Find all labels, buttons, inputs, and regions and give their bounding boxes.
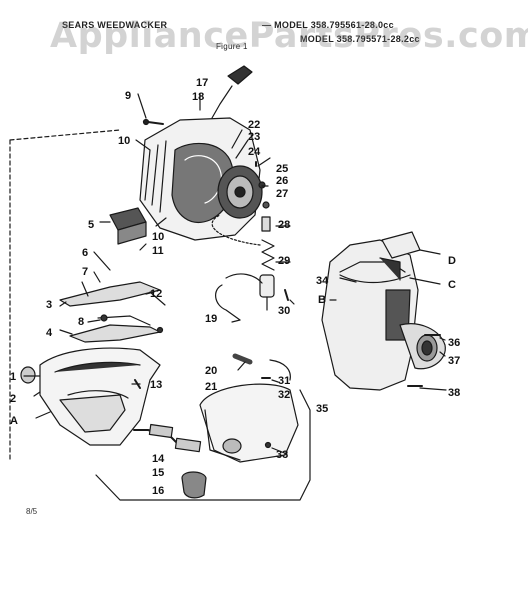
label-9: 9 bbox=[125, 90, 131, 102]
label-29: 29 bbox=[278, 255, 290, 267]
label-14: 14 bbox=[152, 453, 165, 465]
engine-group-outline bbox=[9, 129, 121, 461]
pull-handle bbox=[211, 65, 253, 119]
label-20: 20 bbox=[205, 365, 217, 377]
label-37: 37 bbox=[448, 355, 460, 367]
fuel-tank bbox=[199, 353, 299, 463]
label-36: 36 bbox=[448, 337, 460, 349]
starter-pulley bbox=[217, 165, 263, 219]
throttle-plate-3 bbox=[59, 281, 161, 307]
label-6: 6 bbox=[82, 247, 88, 259]
label-7: 7 bbox=[82, 266, 88, 278]
label-3: 3 bbox=[46, 299, 52, 311]
label-30: 30 bbox=[278, 305, 290, 317]
label-4: 4 bbox=[46, 327, 53, 339]
label-10-top: 10 bbox=[118, 135, 130, 147]
label-24: 24 bbox=[248, 146, 261, 158]
label-10-bottom: 10 bbox=[152, 231, 164, 243]
label-16: 16 bbox=[152, 485, 164, 497]
label-32: 32 bbox=[278, 389, 290, 401]
brand-title: SEARS WEEDWACKER bbox=[62, 20, 168, 30]
label-35: 35 bbox=[316, 403, 328, 415]
watermark: AppliancePartsPros.com bbox=[50, 16, 528, 56]
label-12: 12 bbox=[150, 288, 162, 300]
label-22: 22 bbox=[248, 119, 260, 131]
figure-caption: Figure 1 bbox=[216, 42, 248, 51]
model-line-2: MODEL 358.795571-28.2cc bbox=[300, 34, 420, 44]
label-2: 2 bbox=[10, 393, 16, 405]
knob-1 bbox=[20, 366, 36, 384]
label-31: 31 bbox=[278, 375, 290, 387]
label-26: 26 bbox=[276, 175, 288, 187]
label-A: A bbox=[10, 415, 18, 427]
label-8: 8 bbox=[78, 316, 84, 328]
footer-code: 8/5 bbox=[26, 507, 38, 516]
label-28: 28 bbox=[278, 219, 290, 231]
label-18: 18 bbox=[192, 91, 204, 103]
label-33: 33 bbox=[276, 449, 288, 461]
label-21: 21 bbox=[205, 381, 217, 393]
clutch-housing bbox=[321, 239, 446, 391]
label-38: 38 bbox=[448, 387, 460, 399]
label-23: 23 bbox=[248, 131, 260, 143]
label-17: 17 bbox=[196, 77, 208, 89]
label-27: 27 bbox=[276, 188, 288, 200]
label-D: D bbox=[448, 255, 456, 267]
bracket-35 bbox=[95, 389, 311, 501]
label-11: 11 bbox=[152, 245, 164, 257]
label-19: 19 bbox=[205, 313, 217, 325]
filter-block bbox=[109, 207, 147, 245]
label-1: 1 bbox=[10, 371, 16, 383]
label-C: C bbox=[448, 279, 456, 291]
label-15: 15 bbox=[152, 467, 164, 479]
label-5: 5 bbox=[88, 219, 94, 231]
cap-16 bbox=[181, 471, 207, 499]
model-line-1: — MODEL 358.795561-28.0cc bbox=[262, 20, 394, 30]
label-13: 13 bbox=[150, 379, 162, 391]
screw-9 bbox=[147, 121, 164, 125]
lower-shroud bbox=[39, 347, 161, 446]
label-34: 34 bbox=[316, 275, 329, 287]
label-25: 25 bbox=[276, 163, 288, 175]
label-B: B bbox=[318, 294, 326, 306]
